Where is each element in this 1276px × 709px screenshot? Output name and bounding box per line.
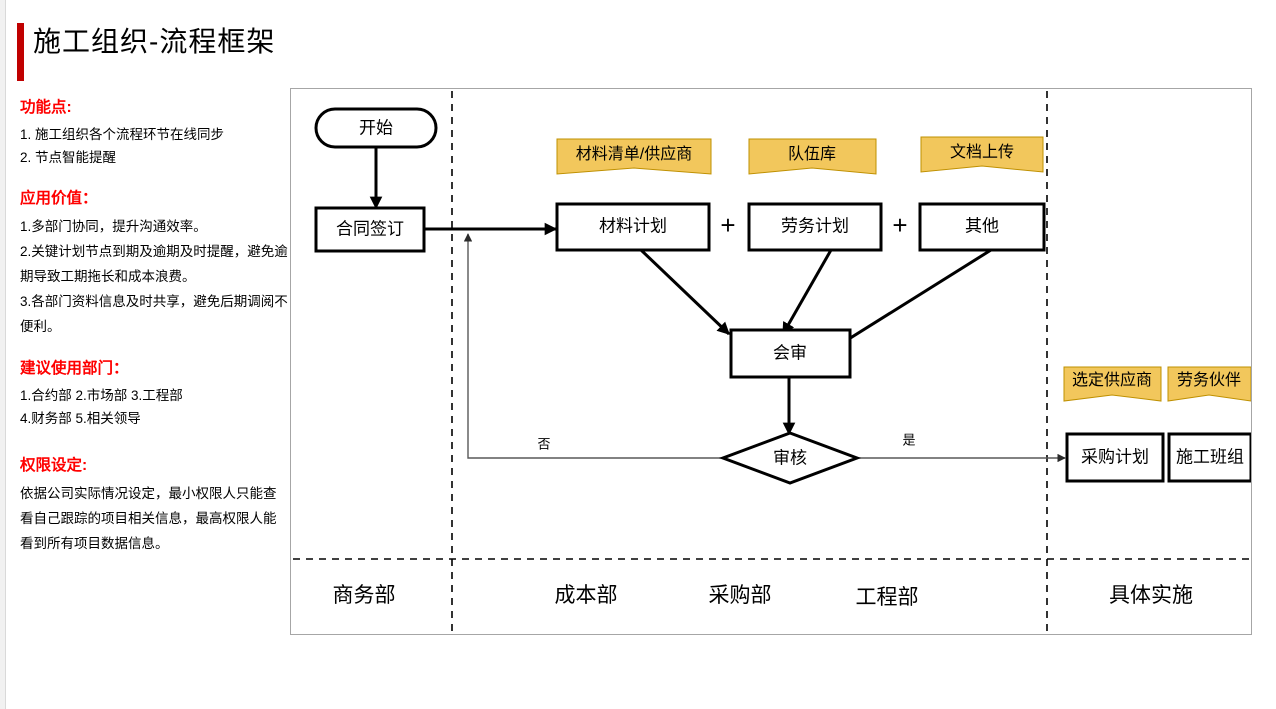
sidebar-section-features: 功能点: 1. 施工组织各个流程环节在线同步 2. 节点智能提醒 [20, 96, 288, 169]
lane-label-engineering: 工程部 [856, 585, 919, 609]
node-label: 采购计划 [1081, 447, 1149, 466]
edge-labor-plan-to-joint-review [781, 249, 833, 336]
section-line: 2. 节点智能提醒 [20, 150, 117, 165]
sidebar: 功能点: 1. 施工组织各个流程环节在线同步 2. 节点智能提醒 应用价值： 1… [20, 96, 288, 574]
section-line: 1.多部门协同，提升沟通效率。 [20, 219, 207, 234]
note-team-pool[interactable]: 队伍库 [748, 138, 877, 175]
note-label: 材料清单/供应商 [576, 144, 692, 163]
section-heading: 应用价值： [20, 190, 98, 207]
title-accent-bar [17, 23, 24, 81]
note-doc-upload[interactable]: 文档上传 [920, 136, 1044, 173]
plus-operator-1: + [720, 210, 735, 240]
node-other-plan[interactable]: 其他 [918, 202, 1046, 252]
note-labor-partner[interactable]: 劳务伙伴 [1167, 366, 1251, 402]
node-label: 审核 [773, 448, 807, 467]
note-label: 文档上传 [950, 143, 1014, 161]
lane-label-implementation: 具体实施 [1109, 583, 1193, 607]
edge-audit-no-loop [463, 233, 746, 459]
sidebar-section-permissions: 权限设定: 依据公司实际情况设定，最小权限人只能查看自己跟踪的项目相关信息，最高… [20, 454, 288, 556]
edge-label-no: 否 [537, 436, 550, 451]
page-title: 施工组织-流程框架 [33, 26, 276, 57]
node-work-team[interactable]: 施工班组 [1167, 432, 1251, 483]
section-line: 3.各部门资料信息及时共享，避免后期调阅不便利。 [20, 294, 288, 334]
node-audit[interactable]: 审核 [718, 431, 862, 485]
section-line: 4.财务部 5.相关领导 [20, 411, 141, 426]
node-label: 会审 [773, 343, 807, 362]
left-scroll-strip[interactable] [0, 0, 6, 709]
lane-label-purchasing: 采购部 [709, 583, 772, 607]
section-heading: 权限设定: [20, 457, 88, 474]
node-label: 开始 [359, 118, 393, 137]
note-label: 队伍库 [788, 145, 836, 163]
node-labor-plan[interactable]: 劳务计划 [747, 202, 883, 252]
node-joint-review[interactable]: 会审 [729, 328, 852, 379]
node-start[interactable]: 开始 [314, 107, 438, 149]
node-label: 施工班组 [1176, 447, 1244, 466]
node-label: 材料计划 [599, 216, 667, 235]
edge-label-yes: 是 [902, 432, 915, 447]
sidebar-section-value: 应用价值： 1.多部门协同，提升沟通效率。 2.关键计划节点到期及逾期及时提醒，… [20, 187, 288, 339]
section-line: 2.关键计划节点到期及逾期及时提醒，避免逾期导致工期拖长和成本浪费。 [20, 244, 288, 284]
section-heading: 功能点: [20, 99, 72, 116]
note-label: 选定供应商 [1072, 370, 1152, 389]
sidebar-section-departments: 建议使用部门： 1.合约部 2.市场部 3.工程部 4.财务部 5.相关领导 [20, 357, 288, 430]
section-line: 1. 施工组织各个流程环节在线同步 [20, 127, 225, 142]
plus-operator-2: + [892, 210, 907, 240]
node-label: 劳务计划 [781, 216, 849, 235]
node-material-plan[interactable]: 材料计划 [555, 202, 711, 252]
node-label: 合同签订 [336, 219, 404, 238]
note-material-list[interactable]: 材料清单/供应商 [556, 138, 712, 175]
section-line: 1.合约部 2.市场部 3.工程部 [20, 388, 183, 403]
lane-label-business: 商务部 [333, 583, 396, 607]
node-label: 其他 [965, 216, 999, 235]
edge-material-plan-to-joint-review [639, 248, 731, 336]
section-line: 依据公司实际情况设定，最小权限人只能查看自己跟踪的项目相关信息，最高权限人能看到… [20, 486, 277, 551]
note-label: 劳务伙伴 [1177, 371, 1241, 389]
lane-label-cost: 成本部 [555, 583, 618, 607]
edge-other-to-joint-review [834, 248, 992, 349]
note-selected-supplier[interactable]: 选定供应商 [1063, 366, 1162, 402]
node-contract[interactable]: 合同签订 [314, 206, 426, 253]
flowchart-frame: 否 是 材料清单/供应商 队伍库 文档上传 选定供应商 劳务伙伴 [290, 88, 1252, 635]
flowchart-canvas: 否 是 材料清单/供应商 队伍库 文档上传 选定供应商 劳务伙伴 [293, 91, 1251, 632]
node-purchase-plan[interactable]: 采购计划 [1065, 432, 1165, 483]
section-heading: 建议使用部门： [20, 360, 129, 377]
